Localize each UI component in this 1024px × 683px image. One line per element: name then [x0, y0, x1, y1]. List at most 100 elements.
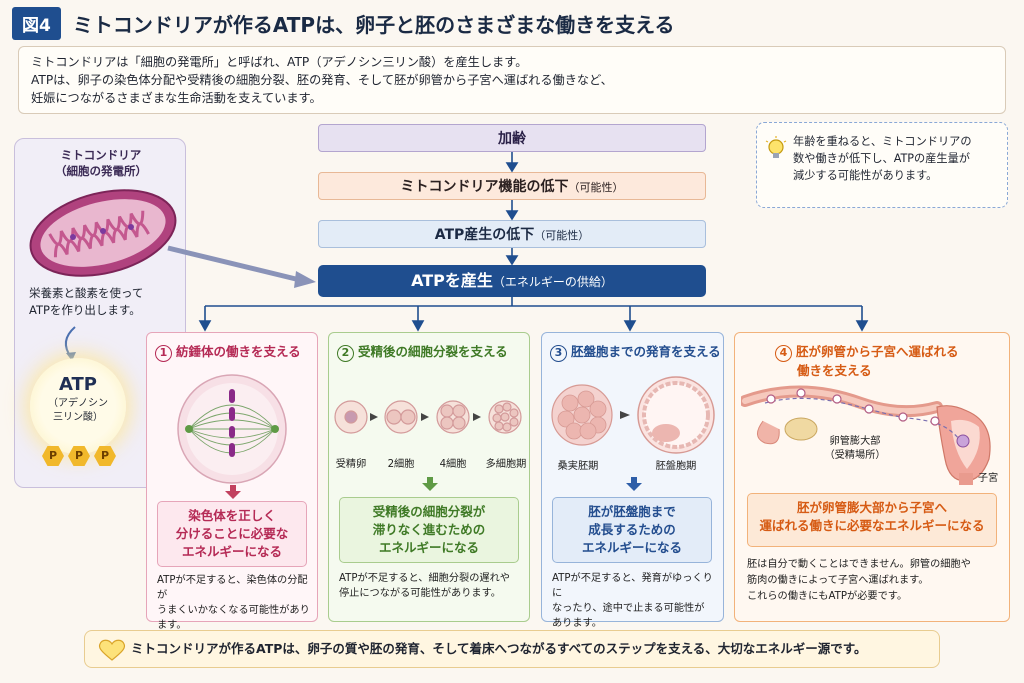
tip-line: 減少する可能性があります。: [793, 169, 938, 182]
mitochondria-illustration: [29, 189, 177, 277]
panel-title-text: 胚が卵管から子宮へ運ばれる: [796, 344, 959, 359]
summary-banner: ミトコンドリアが作るATPは、卵子の質や胚の発育、そして着床へつながるすべてのス…: [84, 630, 940, 668]
flow-atp-note: （エネルギーの供給）: [492, 275, 613, 289]
panel-title-text: 受精後の細胞分裂を支える: [358, 344, 508, 359]
highlight-line: 胚が胚盤胞まで: [588, 504, 676, 519]
mitochondria-label-line: ミトコンドリア: [60, 148, 142, 162]
panel-title-text: 紡錘体の働きを支える: [176, 344, 301, 359]
panel-note: ATPが不足すると、細胞分裂の遅れや 停止につながる可能性があります。: [339, 571, 527, 601]
mito-to-atp-arrow: [167, 245, 301, 283]
cell-label: 受精卵: [335, 459, 367, 470]
stage-label: 胚盤胞期: [655, 461, 697, 472]
cell-division-illustration: [334, 400, 522, 434]
panel-highlight: 染色体を正しく 分けることに必要な エネルギーになる: [157, 501, 307, 567]
panel-title: 3 胚盤胞までの発育を支える: [550, 343, 721, 362]
note-line: ATPが不足すると、染色体の分配が: [157, 575, 308, 601]
flow-arrowhead: [623, 320, 637, 332]
mitochondria-label: ミトコンドリア （細胞の発電所）: [15, 147, 187, 179]
flow-arrowhead: [198, 320, 212, 332]
note-line: あります。: [552, 618, 602, 629]
highlight-line: 運ばれる働きに必要なエネルギーになる: [759, 518, 985, 533]
highlight-line: エネルギーになる: [378, 540, 479, 555]
flow-aging-box: 加齢: [318, 124, 706, 152]
panel-note: ATPが不足すると、発育がゆっくりに なったり、途中で止まる可能性が あります。: [552, 571, 722, 631]
lightbulb-icon: [765, 136, 787, 158]
mitochondria-description: 栄養素と酸素を使って ATPを作り出します。: [29, 285, 179, 319]
page-title: ミトコンドリアが作るATPは、卵子と胚のさまざまな働きを支える: [72, 12, 675, 37]
mitochondria-desc-line: 栄養素と酸素を使って: [29, 286, 144, 300]
down-arrow-icon: [422, 477, 438, 491]
flow-function-note: （可能性）: [568, 181, 624, 194]
flow-arrowhead: [855, 320, 869, 332]
mitochondria-label-line: （細胞の発電所）: [55, 164, 147, 178]
down-arrow-icon: [225, 485, 241, 499]
mitochondria-desc-line: ATPを作り出します。: [29, 303, 141, 317]
cell-label: 2細胞: [387, 459, 415, 470]
flow-production-label: ATP産生の低下: [434, 227, 535, 243]
panel-title-text: 胚盤胞までの発育を支える: [571, 344, 721, 359]
intro-line: ATPは、卵子の染色体分配や受精後の細胞分裂、胚の発育、そして胚が卵管から子宮へ…: [31, 73, 613, 87]
note-line: ATPが不足すると、発育がゆっくりに: [552, 573, 713, 599]
flow-arrowhead: [505, 210, 519, 221]
tip-line: 数や働きが低下し、ATPの産生量が: [793, 152, 970, 165]
note-line: うまくいかなくなる可能性があります。: [157, 605, 310, 631]
note-line: なったり、途中で止まる可能性が: [552, 603, 705, 614]
tip-line: 年齢を重ねると、ミトコンドリアの: [793, 135, 972, 148]
flow-production-note: （可能性）: [534, 229, 590, 242]
flow-atp-production-box: ATPを産生（エネルギーの供給）: [318, 265, 706, 297]
highlight-line: 胚が卵管膨大部から子宮へ: [796, 500, 947, 515]
curved-arrow-icon: [64, 326, 76, 361]
highlight-line: 滞りなく進むための: [372, 522, 486, 537]
phosphate-badge: P: [42, 446, 64, 466]
flow-function-label: ミトコンドリア機能の低下: [400, 179, 569, 195]
panel-number: 4: [775, 345, 792, 362]
highlight-line: エネルギーになる: [181, 544, 282, 559]
atp-label: ATP: [58, 374, 97, 395]
heart-icon: [98, 639, 126, 661]
panel-title: 1 紡錘体の働きを支える: [155, 343, 301, 362]
panel-blastocyst: 3 胚盤胞までの発育を支える 桑実胚期 胚盤胞期 胚が胚盤胞まで 成長するための …: [541, 332, 724, 629]
cell-label: 4細胞: [439, 459, 467, 470]
flow-atp-label: ATPを産生: [411, 271, 493, 290]
mitochondria-panel: ミトコンドリア （細胞の発電所） 栄養素と酸素を使って ATPを作り出します。: [14, 138, 186, 488]
note-line: 筋肉の働きによって子宮へ運ばれます。: [747, 575, 929, 586]
highlight-line: 染色体を正しく: [188, 508, 276, 523]
title-row: 図4 ミトコンドリアが作るATPは、卵子と胚のさまざまな働きを支える: [12, 6, 674, 40]
figure-badge: 図4: [12, 6, 61, 40]
ampulla-label: 卵管膨大部 （受精場所）: [805, 435, 905, 463]
panel-highlight: 胚が卵管膨大部から子宮へ 運ばれる働きに必要なエネルギーになる: [747, 493, 997, 547]
embryo-development-illustration: [551, 376, 715, 454]
highlight-line: 分けることに必要な: [175, 526, 289, 541]
stage-label: 桑実胚期: [557, 461, 599, 472]
atp-subtitle: （アデノシン 三リン酸）: [30, 397, 126, 425]
note-line: 胚は自分で動くことはできません。卵管の細胞や: [747, 559, 971, 570]
note-line: これらの働きにもATPが必要です。: [747, 591, 908, 602]
intro-line: 妊娠につながるさまざまな生命活動を支えています。: [31, 91, 322, 105]
atp-subtitle-line: 三リン酸）: [53, 412, 103, 423]
flow-production-decline-box: ATP産生の低下（可能性）: [318, 220, 706, 248]
note-line: ATPが不足すると、細胞分裂の遅れや: [339, 573, 510, 584]
phosphate-badge: P: [94, 446, 116, 466]
panel-number: 1: [155, 345, 172, 362]
flow-function-decline-box: ミトコンドリア機能の低下（可能性）: [318, 172, 706, 200]
flow-arrowhead: [505, 162, 519, 173]
flow-arrowhead: [505, 255, 519, 266]
flow-arrowhead: [411, 320, 425, 332]
ampulla-label-line: 卵管膨大部: [829, 436, 881, 447]
panel-note: ATPが不足すると、染色体の分配が うまくいかなくなる可能性があります。: [157, 573, 315, 633]
note-line: 停止につながる可能性があります。: [339, 588, 501, 599]
panel-highlight: 胚が胚盤胞まで 成長するための エネルギーになる: [552, 497, 712, 563]
highlight-line: 成長するための: [588, 522, 676, 537]
phosphate-badge: P: [68, 446, 90, 466]
intro-box: ミトコンドリアは「細胞の発電所」と呼ばれ、ATP（アデノシン三リン酸）を産生しま…: [18, 46, 1006, 114]
uterus-tube-illustration: [741, 385, 991, 485]
intro-line: ミトコンドリアは「細胞の発電所」と呼ばれ、ATP（アデノシン三リン酸）を産生しま…: [31, 55, 528, 69]
panel-number: 3: [550, 345, 567, 362]
down-arrow-icon: [626, 477, 642, 491]
panel-spindle: 1 紡錘体の働きを支える 染色体を正しく 分けることに必要な エネルギーになる A…: [146, 332, 318, 631]
panel-note: 胚は自分で動くことはできません。卵管の細胞や 筋肉の働きによって子宮へ運ばれます…: [747, 557, 1007, 605]
